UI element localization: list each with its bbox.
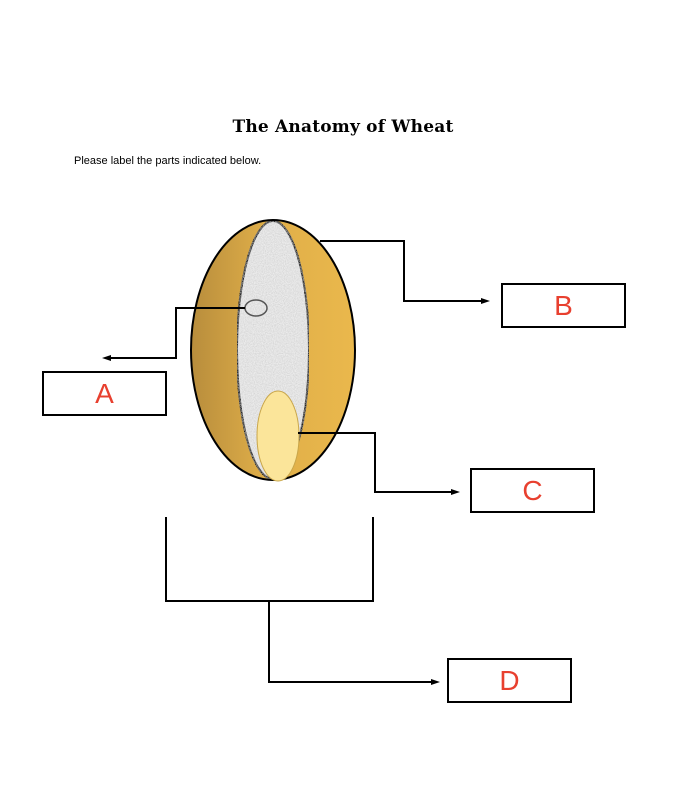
instructions-text: Please label the parts indicated below. [74, 155, 262, 167]
arrowhead-b [481, 298, 490, 304]
leader-line-d [268, 601, 432, 683]
label-d-text: D [499, 664, 520, 696]
label-box-a[interactable]: A [42, 371, 167, 416]
leader-line-c [298, 432, 452, 493]
label-box-c[interactable]: C [470, 468, 595, 513]
label-a-text: A [95, 377, 114, 409]
arrowhead-d [431, 679, 440, 685]
page-title: The Anatomy of Wheat [232, 117, 454, 137]
bracket-d [165, 517, 374, 602]
arrowhead-c [451, 489, 460, 495]
label-c-text: C [522, 474, 543, 506]
leader-line-a [110, 307, 245, 359]
label-box-d[interactable]: D [447, 658, 572, 703]
germ [256, 390, 300, 482]
label-box-b[interactable]: B [501, 283, 626, 328]
leader-line-b [320, 240, 482, 302]
label-b-text: B [554, 289, 573, 321]
arrowhead-a [102, 355, 111, 361]
